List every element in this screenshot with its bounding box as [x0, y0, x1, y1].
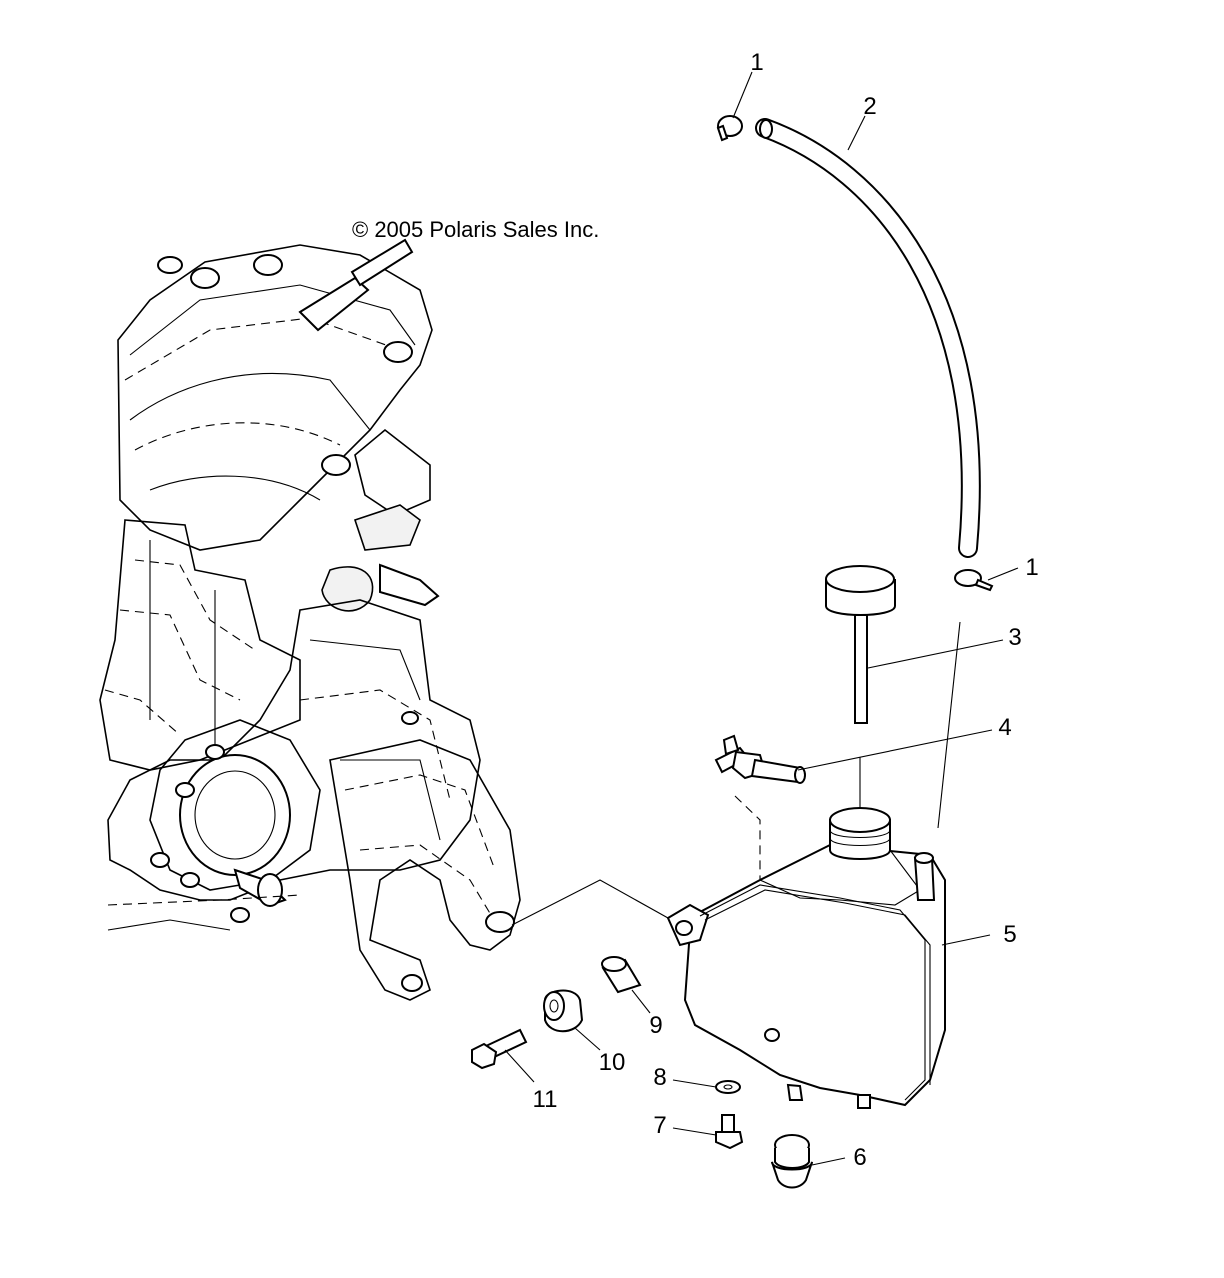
callout-2: 2: [863, 93, 876, 120]
bolt-11: [471, 1028, 528, 1070]
mount-leader: [511, 879, 669, 926]
spacer-sleeve: [601, 956, 642, 994]
washer-8: [715, 1080, 741, 1094]
coolant-tank: [666, 807, 946, 1109]
callout-7: 7: [653, 1112, 666, 1139]
hose-clamp-top: [716, 115, 743, 142]
callout-6: 6: [853, 1144, 866, 1171]
hose-clamp-bottom: [954, 569, 994, 592]
rubber-foot: [771, 1134, 813, 1189]
callout-9: 9: [649, 1012, 662, 1039]
hose-tank-leader: [937, 621, 961, 829]
tank-cap: [825, 565, 896, 724]
screw-7: [715, 1114, 744, 1150]
callout-1-top: 1: [750, 49, 763, 76]
callout-4: 4: [998, 714, 1011, 741]
callout-11: 11: [533, 1086, 558, 1113]
fitting-leader: [734, 795, 773, 1036]
rubber-grommet: [543, 989, 584, 1033]
callout-1-bottom: 1: [1025, 554, 1038, 581]
callout-10: 10: [599, 1049, 626, 1076]
callout-8: 8: [653, 1064, 666, 1091]
coolant-hose: [755, 118, 981, 558]
callout-3: 3: [1008, 624, 1021, 651]
elbow-fitting: [714, 734, 806, 784]
engine-assembly: [99, 238, 521, 1001]
copyright-notice: © 2005 Polaris Sales Inc.: [352, 217, 599, 242]
callout-5: 5: [1003, 921, 1016, 948]
